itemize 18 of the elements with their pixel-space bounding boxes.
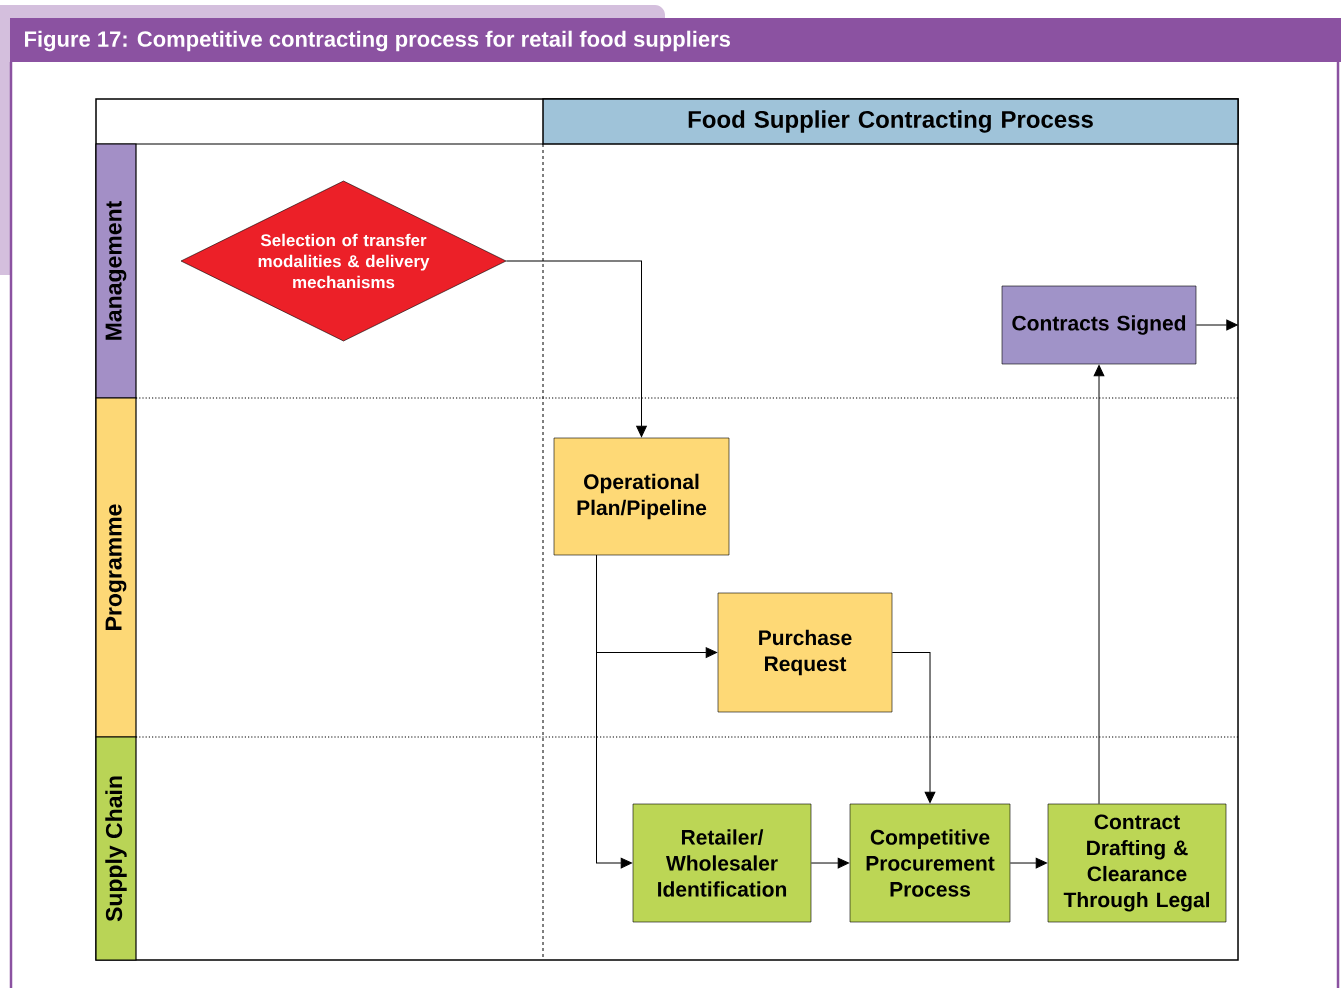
arrow [1195,319,1238,331]
lane-label: Supply Chain [95,736,137,961]
arrow [505,260,647,437]
arrow [891,652,936,803]
process-box: Operational Plan/Pipeline [553,437,730,556]
title-bar: Figure 17: Competitive contracting process for retail food suppliers [10,18,1341,62]
arrow [596,554,632,869]
arrow [810,857,849,869]
process-box: Retailer/ Wholesaler Identification [632,803,812,923]
lane-label: Management [95,143,137,399]
header-band: Food Supplier Contracting Process [542,98,1239,145]
process-box: Contract Drafting & Clearance Through Legal [1047,803,1227,923]
lane-label: Programme [95,397,137,738]
process-box: Competitive Procurement Process [849,803,1011,923]
process-box: Purchase Request [717,592,893,713]
process-box: Contracts Signed [1001,285,1197,365]
arrow [1093,365,1105,805]
arrow [1009,857,1047,869]
